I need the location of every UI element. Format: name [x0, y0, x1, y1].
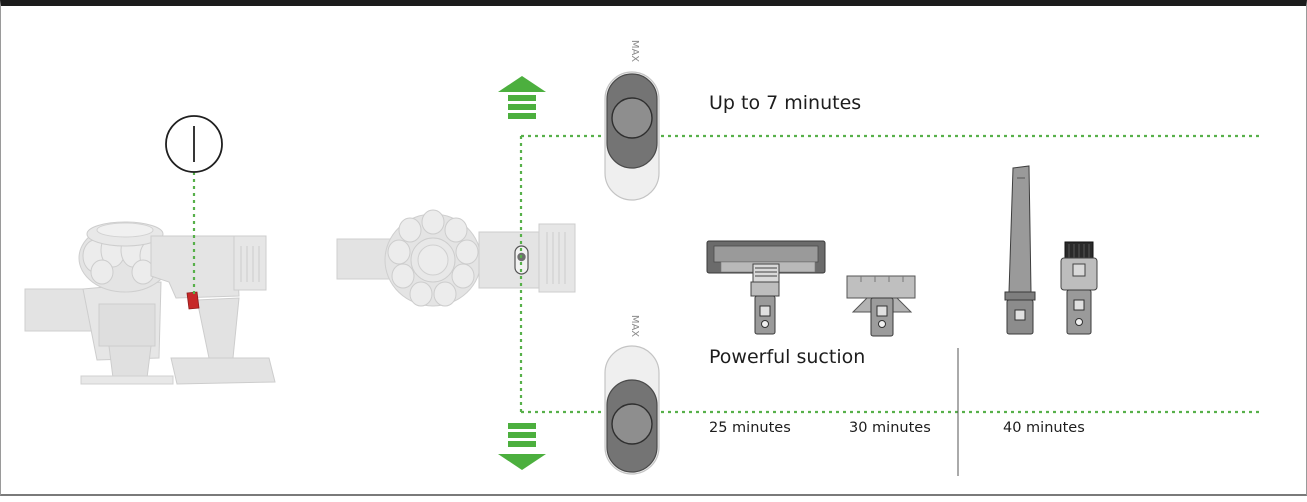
max-mode-title: Powerful suction — [709, 346, 866, 368]
max-label-bottom: MAX — [629, 315, 640, 337]
max-runtime-tools: 40 minutes — [1003, 420, 1085, 436]
diagram-art: MAX MAX — [24, 40, 1261, 476]
tool-mini-head — [846, 275, 916, 337]
tool-motorised-head — [706, 240, 826, 335]
tool-combination — [1060, 241, 1098, 335]
max-runtime-motorised: 25 minutes — [709, 420, 791, 436]
max-label-top: MAX — [629, 40, 640, 62]
vacuum-top-view — [336, 209, 576, 307]
mode-dotted-lines — [519, 134, 1261, 414]
tool-crevice — [1004, 165, 1036, 335]
max-runtime-mini: 30 minutes — [849, 420, 931, 436]
arrow-up-icon — [498, 76, 546, 119]
switch-standard — [604, 71, 660, 201]
arrow-down-icon — [498, 423, 546, 470]
vacuum-side-view — [24, 221, 276, 385]
standard-runtime-label: Up to 7 minutes — [709, 92, 862, 114]
switch-max — [604, 345, 660, 475]
